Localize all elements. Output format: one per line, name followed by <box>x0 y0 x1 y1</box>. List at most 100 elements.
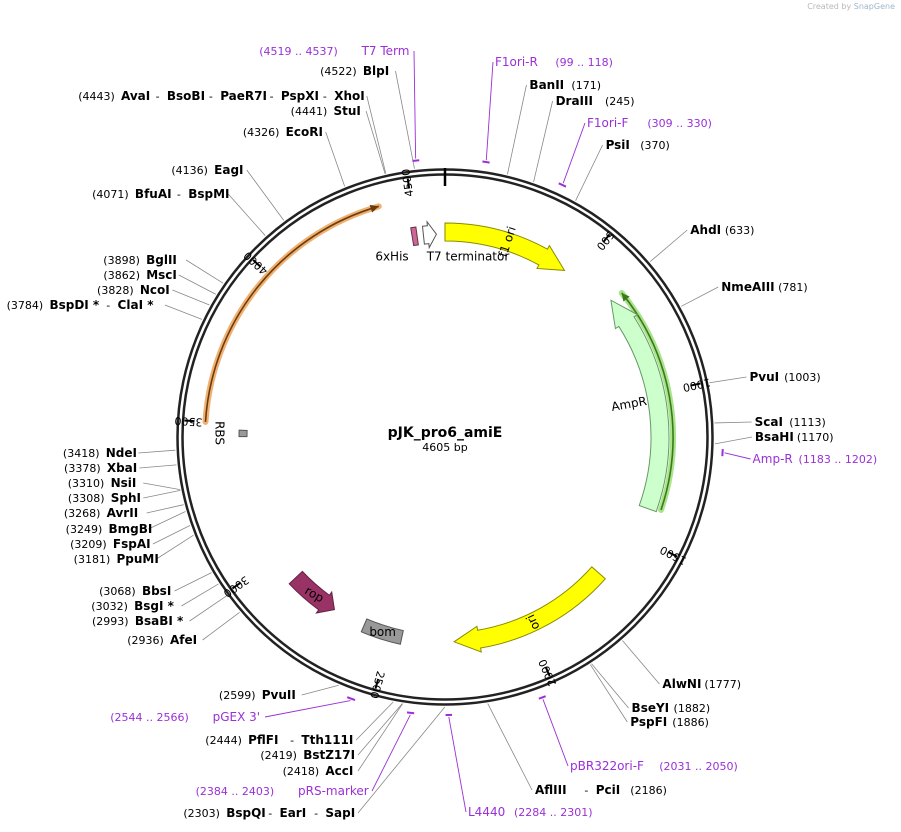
site-label-bsgi[interactable]: (3032)BsgI * <box>91 599 174 613</box>
enzyme-name: PsiI <box>606 138 630 152</box>
site-position: (2419) <box>260 749 297 762</box>
site-label-afei[interactable]: (2936)AfeI <box>127 633 197 647</box>
enzyme-name: SphI <box>111 491 141 505</box>
site-label-pvuii[interactable]: (2599)PvuII <box>219 688 296 702</box>
site-position: (1113) <box>789 416 826 429</box>
feature-6xhis-shape[interactable] <box>410 226 419 247</box>
feature-f1-ori-shape[interactable] <box>444 222 566 271</box>
site-label-bsahi[interactable]: BsaHI(1170) <box>755 430 834 444</box>
site-label-bspqi-eari-sapi[interactable]: (2303)BspQI-EarI-SapI <box>183 806 355 820</box>
site-label-blpi[interactable]: (4522)BlpI <box>320 64 389 78</box>
primer-name: F1ori-R <box>495 55 538 69</box>
site-label-nsii[interactable]: (3310)NsiI <box>68 476 137 490</box>
site-label-bsabi[interactable]: (2993)BsaBI * <box>92 614 184 628</box>
primer-leader <box>485 61 494 161</box>
tick-mark <box>374 678 380 689</box>
primer-amp-r[interactable]: Amp-R(1183 .. 1202) <box>721 448 877 466</box>
site-label-ahdi[interactable]: AhdI(633) <box>690 223 754 237</box>
site-position: (3032) <box>91 600 128 613</box>
site-label-scai[interactable]: ScaI(1113) <box>755 415 826 429</box>
site-label-avrii[interactable]: (3268)AvrII <box>64 506 138 520</box>
enzyme-name: BlpI <box>363 64 389 78</box>
site-label-ndei[interactable]: (3418)NdeI <box>63 446 137 460</box>
site-label-pflfi-tth111i[interactable]: (2444)PflFI-Tth111I <box>205 733 353 747</box>
primer-pbr322ori-f[interactable]: pBR322ori-F(2031 .. 2050) <box>538 695 738 773</box>
primer-l4440[interactable]: L4440(2284 .. 2301) <box>445 713 593 819</box>
site-position: (3898) <box>103 254 140 267</box>
primer-f1ori-f[interactable]: F1ori-F(309 .. 330) <box>558 116 712 188</box>
site-label-stui[interactable]: (4441)StuI <box>291 104 361 118</box>
site-label-bbsi[interactable]: (3068)BbsI <box>99 584 171 598</box>
orf-arcs <box>202 203 676 513</box>
site-label-bglii[interactable]: (3898)BglII <box>103 253 177 267</box>
primer-pgex-3[interactable]: (2544 .. 2566)pGEX 3' <box>110 696 356 724</box>
feature-rop[interactable]: rop <box>288 570 336 614</box>
label-leader <box>650 229 688 262</box>
site-label-alwni[interactable]: AlwNI(1777) <box>662 677 741 691</box>
feature-f1-ori[interactable]: f1 ori <box>444 222 566 271</box>
site-label-afliii-pcii[interactable]: AflIII-PciI(2186) <box>535 783 667 797</box>
site-position: (3068) <box>99 585 136 598</box>
site-label-acci[interactable]: (2418)AccI <box>283 764 354 778</box>
enzyme-name: AhdI <box>690 223 721 237</box>
primer-name: F1ori-F <box>587 116 628 130</box>
credit-prefix: Created by <box>807 2 852 11</box>
feature-bom[interactable]: bom <box>360 618 404 645</box>
label-leader <box>227 193 266 236</box>
feature-ori[interactable]: ori <box>453 566 607 653</box>
feature-ori-shape[interactable] <box>453 566 607 653</box>
tick-mark <box>544 666 551 677</box>
primer-t7-term[interactable]: (4519 .. 4537)T7 Term <box>259 44 420 162</box>
feature-t7-terminator-label: T7 terminator <box>426 250 510 264</box>
label-leader <box>714 436 752 445</box>
site-label-avai-bsobi-paer7i-pspxi-xhoi[interactable]: (4443)AvaI-BsoBI-PaeR7I-PspXI-XhoI <box>78 89 365 103</box>
site-label-sphi[interactable]: (3308)SphI <box>68 491 141 505</box>
primer-f1ori-r[interactable]: F1ori-R(99 .. 118) <box>482 55 613 164</box>
site-label-eagi[interactable]: (4136)EagI <box>171 163 243 177</box>
feature-ori-label: ori <box>523 612 542 632</box>
site-label-draiii[interactable]: DraIII(245) <box>556 94 635 108</box>
feature-t7-terminator[interactable]: T7 terminator <box>421 220 510 264</box>
site-label-psii[interactable]: PsiI(370) <box>606 138 670 152</box>
site-label-nmeaiii[interactable]: NmeAIII(781) <box>721 280 807 294</box>
site-label-xbai[interactable]: (3378)XbaI <box>64 461 137 475</box>
feature-rop-shape[interactable] <box>288 570 336 614</box>
label-leader <box>148 511 186 530</box>
site-label-msci[interactable]: (3862)MscI <box>103 268 176 282</box>
feature-6xhis[interactable]: 6xHis <box>375 226 419 264</box>
feature-bom-label: bom <box>369 625 396 639</box>
enzyme-name: PflFI <box>248 733 278 747</box>
site-label-ncoi[interactable]: (3828)NcoI <box>97 283 170 297</box>
feature-rbs-shape[interactable] <box>238 429 248 438</box>
site-label-fspai[interactable]: (3209)FspAI <box>70 537 150 551</box>
site-label-ppumi[interactable]: (3181)PpuMI <box>74 552 159 566</box>
site-label-banii[interactable]: BanII(171) <box>529 78 601 92</box>
site-label-bfuai-bspmi[interactable]: (4071)BfuAI-BspMI <box>92 187 229 201</box>
site-position: (4441) <box>291 105 328 118</box>
label-leader <box>591 663 629 709</box>
enzyme-name: EagI <box>214 163 243 177</box>
label-leader <box>146 504 184 514</box>
tick-label: 2500 <box>367 670 387 700</box>
feature-bom-shape[interactable] <box>360 618 404 645</box>
site-label-pspfi[interactable]: PspFI(1886) <box>630 715 709 729</box>
feature-ampr[interactable]: AmpR <box>610 299 670 513</box>
label-leader <box>709 376 747 384</box>
site-label-bseyi[interactable]: BseYI(1882) <box>632 701 711 715</box>
feature-ampr-shape[interactable] <box>610 299 670 513</box>
site-label-ecori[interactable]: (4326)EcoRI <box>243 125 323 139</box>
feature-rbs-label: RBS <box>213 421 227 445</box>
site-position: (4071) <box>92 188 129 201</box>
site-label-bmgbi[interactable]: (3249)BmgBI <box>66 522 153 536</box>
primers: (4519 .. 4537)T7 Term F1ori-R(99 .. 118)F… <box>110 44 877 819</box>
primer-prs-marker[interactable]: (2384 .. 2403)pRS-marker <box>196 711 415 798</box>
site-label-bspdi-clai[interactable]: (3784)BspDI *-ClaI * <box>7 298 155 312</box>
feature-rbs[interactable]: RBS <box>213 421 248 445</box>
label-leader <box>174 572 212 592</box>
enzyme-name: PpuMI <box>116 552 158 566</box>
label-leader <box>164 304 203 320</box>
feature-t7-terminator-shape[interactable] <box>421 220 438 250</box>
site-label-bstz17i[interactable]: (2419)BstZ17I <box>260 748 355 762</box>
site-label-pvui[interactable]: PvuI(1003) <box>749 370 820 384</box>
enzyme-name: BsoBI <box>167 89 205 103</box>
